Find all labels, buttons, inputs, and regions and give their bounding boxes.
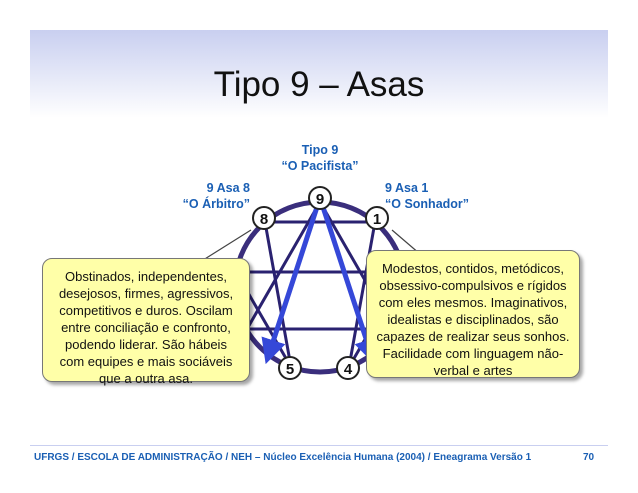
wing-8-name: “O Árbitro”	[182, 197, 250, 211]
pointer-left	[199, 229, 252, 263]
node-9: 9	[308, 186, 332, 210]
wing-8-number: 9 Asa 8	[206, 181, 250, 195]
callout-wing-8-description: Obstinados, independentes, desejosos, fi…	[42, 258, 250, 386]
node-8-number: 8	[260, 211, 268, 228]
node-5: 5	[278, 356, 302, 380]
page-number: 70	[583, 452, 595, 463]
center-type-number: Tipo 9	[301, 143, 339, 157]
wing-1-number: 9 Asa 1	[385, 181, 429, 195]
node-9-number: 9	[316, 191, 324, 208]
wing-1-label: 9 Asa 1 “O Sonhador”	[385, 180, 505, 212]
node-4-number: 4	[344, 361, 353, 378]
wing-1-name: “O Sonhador”	[385, 197, 470, 211]
arrow-to-wing-1	[319, 203, 379, 365]
callout-wing-1-description: Modestos, contidos, metódicos, obsessivo…	[366, 250, 580, 378]
center-type-name: “O Pacifista”	[281, 159, 359, 173]
node-1-number: 1	[373, 211, 381, 228]
node-8: 8	[252, 206, 276, 230]
node-5-number: 5	[286, 361, 294, 378]
footer-text: UFRGS / ESCOLA DE ADMINISTRAÇÃO / NEH – …	[34, 452, 532, 463]
node-1: 1	[365, 206, 389, 230]
arrow-to-wing-8	[261, 203, 321, 365]
center-type-label: Tipo 9 “O Pacifista”	[260, 142, 380, 174]
footer-divider	[30, 445, 608, 446]
wing-8-label: 9 Asa 8 “O Árbitro”	[150, 180, 250, 212]
slide-title: Tipo 9 – Asas	[213, 65, 425, 104]
enneagram-triangle	[244, 198, 396, 331]
node-4: 4	[336, 356, 360, 380]
header-band	[30, 30, 608, 118]
